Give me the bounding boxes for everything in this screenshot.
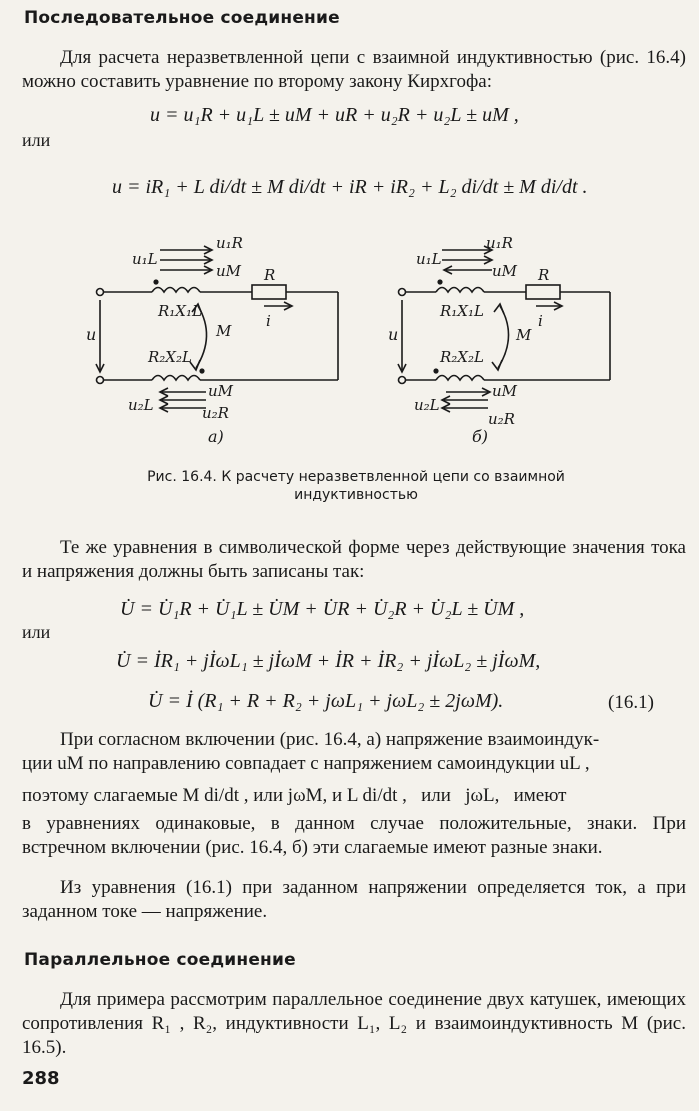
label-a-u2L: u₂L (128, 396, 154, 414)
label-b-u1L: u₁L (416, 250, 442, 268)
label-b-uM-top: uM (492, 262, 518, 280)
symbolic-intro: Те же уравнения в символической форме че… (22, 537, 686, 582)
label-a-uM-bottom: uM (208, 382, 234, 400)
circuit-b (397, 245, 611, 413)
or-word-2: или (22, 622, 51, 642)
label-a-subfigure: а) (208, 427, 224, 446)
equation-symbolic-voltages: U̇ = U̇₁R + U̇₁L ± U̇M + U̇R + U̇₂R + U̇… (120, 598, 525, 620)
discussion-rest: в уравнениях одинаковые, в данном случае… (22, 813, 686, 858)
section-heading-parallel: Параллельное соединение (24, 950, 296, 970)
intro-paragraph: Для расчета неразветвленной цепи с взаим… (22, 47, 686, 92)
circuit-a (95, 245, 339, 413)
equation-instantaneous-voltages: u = u₁R + u₁L ± uM + uR + u₂R + u₂L ± uM… (150, 104, 519, 126)
label-a-u1L: u₁L (132, 250, 158, 268)
label-b-u1R: u₁R (486, 234, 513, 252)
label-b-u2R: u₂R (488, 410, 515, 428)
label-b-uM-bottom: uM (492, 382, 518, 400)
label-a-M: M (215, 322, 232, 340)
equation-symbolic-currents: U̇ = İR₁ + jİωL₁ ± jİωM + İR + İR₂ + jİω… (116, 650, 541, 672)
label-b-u: u (388, 325, 398, 344)
label-a-i: i (266, 312, 271, 330)
figure-16-4-circuits: u₁R u₁L uM R R₁X₁L i u M R₂X₂L uM u₂L u₂… (86, 234, 611, 446)
label-b-R: R (537, 266, 549, 284)
or-word: или (22, 130, 51, 150)
discussion-line-2: ции uM по направлению совпадает с напряж… (22, 753, 590, 774)
figure-caption: Рис. 16.4. К расчету неразветвленной цеп… (147, 469, 565, 503)
equation-number: (16.1) (608, 692, 654, 713)
label-a-R2X2L: R₂X₂L (147, 348, 192, 366)
label-a-u: u (86, 325, 96, 344)
label-a-u2R: u₂R (202, 404, 229, 422)
label-a-u1R: u₁R (216, 234, 243, 252)
label-a-R1X1L: R₁X₁L (157, 302, 202, 320)
equation-kirchhoff-series: u = iR₁ + L di/dt ± M di/dt + iR + iR₂ +… (112, 176, 588, 198)
section-heading-series: Последовательное соединение (24, 8, 340, 28)
label-b-R1X1L: R₁X₁L (439, 302, 484, 320)
label-b-M: M (515, 326, 532, 344)
label-b-u2L: u₂L (414, 396, 440, 414)
label-b-R2X2L: R₂X₂L (439, 348, 484, 366)
label-a-uM-top: uM (216, 262, 242, 280)
label-b-i: i (538, 312, 543, 330)
label-b-subfigure: б) (472, 427, 488, 446)
discussion-line-3: поэтому слагаемые M di/dt , или jωM, и L… (22, 785, 567, 806)
parallel-paragraph: Для примера рассмотрим параллельное соед… (22, 989, 686, 1058)
label-a-R: R (263, 266, 275, 284)
discussion-line-1: При согласном включении (рис. 16.4, а) н… (60, 729, 600, 750)
page-number: 288 (22, 1068, 60, 1089)
equation-16-1: U̇ = İ (R₁ + R + R₂ + jωL₁ + jωL₂ ± 2jωM… (148, 690, 504, 712)
discussion-paragraph-2: Из уравнения (16.1) при заданном напряже… (22, 877, 686, 922)
